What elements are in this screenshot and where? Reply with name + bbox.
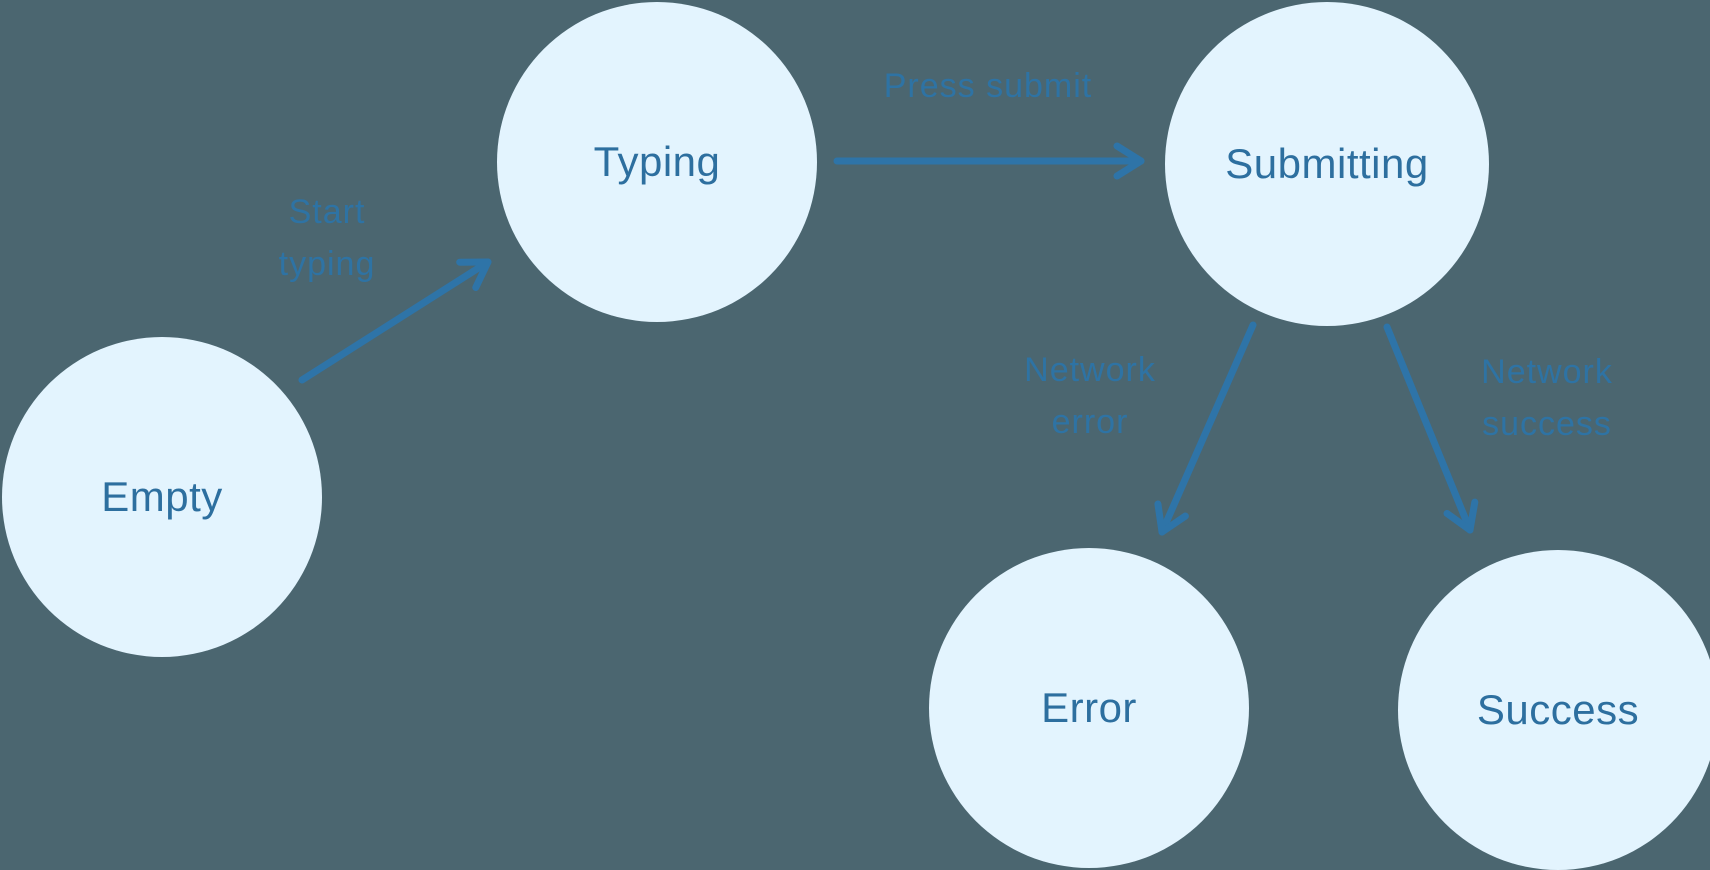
transition-label-line: success bbox=[1482, 405, 1612, 443]
transition-label-line: Press submit bbox=[883, 67, 1093, 105]
transition-label-line: error bbox=[1051, 403, 1129, 441]
state-node-submitting: Submitting bbox=[1165, 2, 1489, 326]
transition-label-line: Network bbox=[1024, 351, 1156, 389]
transition-arrow-network-success bbox=[1383, 323, 1479, 534]
state-label-empty: Empty bbox=[101, 473, 223, 520]
transition-label-line: Network bbox=[1481, 353, 1613, 391]
state-node-empty: Empty bbox=[2, 337, 322, 657]
state-node-success: Success bbox=[1398, 550, 1710, 870]
transition-label-network-success: Network success bbox=[1481, 346, 1613, 450]
state-label-typing: Typing bbox=[593, 138, 721, 185]
edges-group bbox=[298, 142, 1479, 536]
transition-label-press-submit: Press submit bbox=[884, 60, 1093, 112]
state-label-submitting: Submitting bbox=[1225, 140, 1429, 187]
transition-label-line: typing bbox=[278, 245, 376, 283]
state-label-error: Error bbox=[1041, 684, 1137, 731]
transition-label-line: Start bbox=[288, 193, 366, 231]
state-label-success: Success bbox=[1476, 686, 1640, 733]
transition-label-start-typing: Start typing bbox=[279, 186, 376, 290]
transition-label-network-error: Network error bbox=[1024, 344, 1156, 448]
state-node-typing: Typing bbox=[497, 2, 817, 322]
transition-arrow-start-typing bbox=[298, 258, 492, 384]
state-node-error: Error bbox=[929, 548, 1249, 868]
transition-arrow-network-error bbox=[1154, 321, 1257, 536]
